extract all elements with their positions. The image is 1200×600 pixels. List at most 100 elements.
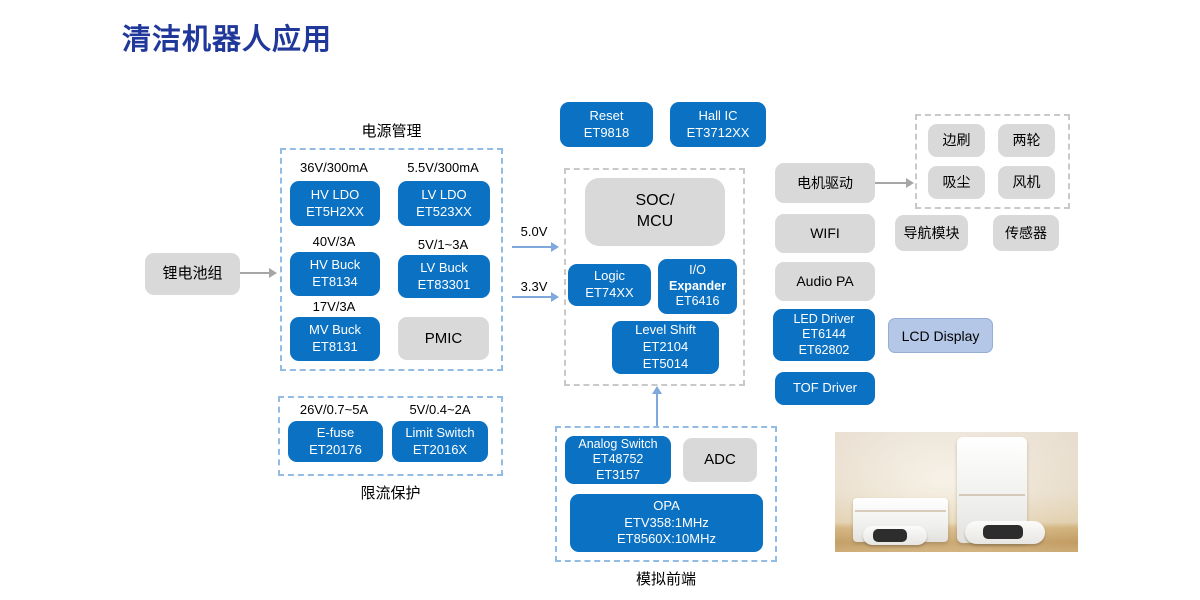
- chip-reset: Reset ET9818: [560, 102, 653, 147]
- page-title: 清洁机器人应用: [122, 24, 333, 56]
- chip-lv-ldo-name: LV LDO: [421, 186, 467, 202]
- chip-mv-buck-name: MV Buck: [308, 322, 361, 338]
- chip-efuse: E-fuse ET20176: [288, 421, 383, 462]
- two-wheels-box: 两轮: [998, 124, 1055, 157]
- audio-pa-label: Audio PA: [796, 273, 854, 290]
- chip-mv-buck: MV Buck ET8131: [290, 317, 380, 361]
- vacuum-label: 吸尘: [942, 174, 971, 191]
- soc-label-line2: MCU: [636, 213, 674, 230]
- left-robot-lens: [873, 529, 907, 542]
- rail-3v3-label: 3.3V: [520, 279, 548, 294]
- rail-3v3-line: [512, 296, 552, 298]
- chip-hall-ic: Hall IC ET3712XX: [670, 102, 766, 147]
- chip-limit-switch: Limit Switch ET2016X: [392, 421, 488, 462]
- chip-level-shift: Level Shift ET2104 ET5014: [612, 321, 719, 374]
- chip-mv-buck-part: ET8131: [312, 339, 358, 354]
- sensor-label: 传感器: [1005, 224, 1047, 241]
- wifi-box: WIFI: [775, 214, 875, 253]
- chip-hall-ic-part: ET3712XX: [686, 124, 750, 140]
- pmic-box: PMIC: [398, 317, 489, 360]
- chip-efuse-part: ET20176: [309, 441, 362, 457]
- navigation-module-box: 导航模块: [895, 215, 968, 251]
- current-limit-group: [278, 396, 503, 476]
- adc-label: ADC: [704, 451, 736, 469]
- sensor-box: 传感器: [993, 215, 1059, 251]
- motor-arrow-line: [875, 182, 907, 184]
- motor-arrow-head: [906, 178, 914, 188]
- product-photo: [835, 432, 1078, 552]
- soc-mcu-box: SOC/ MCU: [585, 178, 725, 246]
- fan-box: 风机: [998, 166, 1055, 199]
- lv-ldo-rating: 5.5V/300mA: [407, 160, 479, 175]
- chip-led-driver: LED Driver ET6144 ET62802: [773, 309, 875, 361]
- chip-hv-buck: HV Buck ET8134: [290, 252, 380, 296]
- motor-drive-box: 电机驱动: [775, 163, 875, 203]
- analog-front-end-label: 模拟前端: [635, 571, 696, 588]
- chip-analog-switch-part2: ET3157: [596, 467, 640, 482]
- chip-logic-name: Logic: [593, 268, 626, 284]
- right-robot-lens: [983, 525, 1023, 539]
- afe-to-soc-line: [656, 393, 658, 426]
- side-brush-label: 边刷: [942, 132, 971, 149]
- pmic-label: PMIC: [424, 329, 463, 347]
- lcd-display-label: LCD Display: [901, 327, 980, 344]
- motor-loads-group: [915, 114, 1070, 209]
- lv-buck-rating: 5V/1~3A: [417, 237, 469, 252]
- current-limit-label: 限流保护: [360, 485, 421, 502]
- chip-tof-driver: TOF Driver: [775, 372, 875, 405]
- analog-front-end-group: [555, 426, 777, 562]
- battery-label: 锂电池组: [162, 265, 223, 283]
- right-dock-seam: [959, 494, 1025, 496]
- chip-opa-name: OPA: [653, 497, 680, 513]
- efuse-rating: 26V/0.7~5A: [299, 402, 369, 417]
- side-brush-box: 边刷: [928, 124, 985, 157]
- chip-led-driver-part1: ET6144: [802, 327, 846, 342]
- battery-arrow-line: [240, 272, 270, 274]
- power-management-group: [280, 148, 503, 371]
- navigation-module-label: 导航模块: [903, 224, 960, 241]
- chip-lv-ldo-part: ET523XX: [416, 203, 472, 219]
- lcd-display-box: LCD Display: [888, 318, 993, 353]
- chip-limit-switch-name: Limit Switch: [405, 424, 475, 440]
- afe-to-soc-arrow-head: [652, 386, 662, 394]
- chip-hall-ic-name: Hall IC: [698, 107, 738, 123]
- motor-drive-label: 电机驱动: [797, 174, 853, 191]
- rail-5v-line: [512, 246, 552, 248]
- chip-lv-ldo: LV LDO ET523XX: [398, 181, 490, 226]
- chip-hv-buck-part: ET8134: [312, 274, 358, 289]
- wifi-label: WIFI: [810, 225, 840, 242]
- chip-reset-part: ET9818: [583, 124, 630, 140]
- chip-hv-buck-name: HV Buck: [309, 257, 361, 273]
- chip-analog-switch-name: Analog Switch: [578, 436, 658, 451]
- chip-lv-buck-name: LV Buck: [420, 259, 468, 275]
- chip-io-expander-line1: I/O: [689, 263, 706, 278]
- chip-limit-switch-part: ET2016X: [412, 441, 468, 457]
- chip-hv-ldo-name: HV LDO: [310, 186, 360, 202]
- vacuum-box: 吸尘: [928, 166, 985, 199]
- fan-label: 风机: [1012, 174, 1041, 191]
- soc-label-line1: SOC/: [635, 192, 675, 210]
- chip-io-expander-line2: Expander: [669, 278, 726, 293]
- chip-lv-buck: LV Buck ET83301: [398, 255, 490, 298]
- hv-ldo-rating: 36V/300mA: [300, 160, 368, 175]
- chip-level-shift-part2: ET5014: [642, 355, 689, 371]
- chip-lv-buck-part: ET83301: [417, 276, 471, 292]
- mv-buck-rating: 17V/3A: [312, 299, 356, 314]
- chip-analog-switch-part1: ET48752: [592, 452, 644, 467]
- chip-level-shift-part1: ET2104: [642, 339, 689, 355]
- chip-hv-ldo-part: ET5H2XX: [306, 203, 364, 219]
- chip-io-expander-part: ET6416: [675, 294, 720, 309]
- chip-opa-part1: ETV358:1MHz: [624, 514, 709, 530]
- soc-group: [564, 168, 745, 386]
- chip-led-driver-part2: ET62802: [798, 342, 850, 357]
- chip-logic-part: ET74XX: [585, 285, 634, 300]
- adc-box: ADC: [683, 438, 757, 482]
- chip-efuse-name: E-fuse: [316, 424, 355, 440]
- two-wheels-label: 两轮: [1012, 132, 1041, 149]
- battery-box: 锂电池组: [145, 253, 240, 295]
- chip-hv-ldo: HV LDO ET5H2XX: [290, 181, 380, 226]
- chip-tof-driver-label: TOF Driver: [792, 380, 858, 396]
- audio-pa-box: Audio PA: [775, 262, 875, 301]
- rail-5v-label: 5.0V: [520, 224, 548, 239]
